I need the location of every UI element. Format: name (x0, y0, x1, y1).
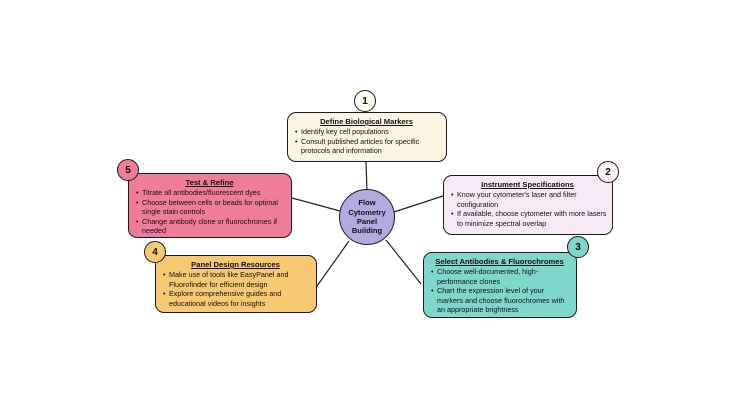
step-box-select-antibodies-fluorochromes: Select Antibodies & Fluorochromes Choose… (423, 252, 577, 318)
step-title: Instrument Specifications (481, 180, 574, 189)
step-box-define-biological-markers: Define Biological Markers Identify key c… (287, 112, 447, 162)
step-title: Select Antibodies & Fluorochromes (435, 257, 564, 266)
bullet-item: Make use of tools like EasyPanel and Flu… (162, 270, 311, 289)
bullet-item: Consult published articles for specific … (294, 137, 441, 156)
connector-line-step3 (385, 239, 422, 285)
step-number-badge-5: 5 (117, 159, 139, 181)
connector-line-step2 (393, 195, 444, 213)
connector-line-step1 (365, 161, 368, 192)
step-bullet-list: Titrate all antibodies/fluorescent dyes … (133, 188, 286, 236)
bullet-item: Choose between cells or beads for optima… (135, 198, 286, 217)
center-topic-circle: Flow Cytometry Panel Building (339, 189, 395, 245)
step-title: Define Biological Markers (320, 117, 413, 126)
bullet-item: If available, choose cytometer with more… (450, 209, 607, 228)
step-number-badge-1: 1 (354, 90, 376, 112)
step-bullet-list: Know your cytometer's laser and filter c… (448, 190, 607, 228)
step-number-badge-4: 4 (144, 241, 166, 263)
step-bullet-list: Make use of tools like EasyPanel and Flu… (160, 270, 311, 308)
step-title: Panel Design Resources (191, 260, 280, 269)
step-title: Test & Refine (185, 178, 234, 187)
step-number-badge-3: 3 (567, 236, 589, 258)
bullet-item: Titrate all antibodies/fluorescent dyes (135, 188, 286, 198)
step-box-test-and-refine: Test & Refine Titrate all antibodies/flu… (128, 173, 292, 238)
connector-line-step4 (316, 240, 350, 287)
connector-line-step5 (291, 197, 341, 212)
bullet-item: Identify key cell populations (294, 127, 441, 137)
step-box-instrument-specifications: Instrument Specifications Know your cyto… (443, 175, 613, 235)
step-bullet-list: Choose well-documented, high-performance… (428, 267, 571, 315)
bullet-item: Chart the expression level of your marke… (430, 286, 571, 315)
bullet-item: Know your cytometer's laser and filter c… (450, 190, 607, 209)
bullet-item: Explore comprehensive guides and educati… (162, 289, 311, 308)
step-bullet-list: Identify key cell populations Consult pu… (292, 127, 441, 156)
bullet-item: Change antibody clone or fluorochromes i… (135, 217, 286, 236)
step-number-badge-2: 2 (597, 161, 619, 183)
bullet-item: Choose well-documented, high-performance… (430, 267, 571, 286)
step-box-panel-design-resources: Panel Design Resources Make use of tools… (155, 255, 317, 313)
